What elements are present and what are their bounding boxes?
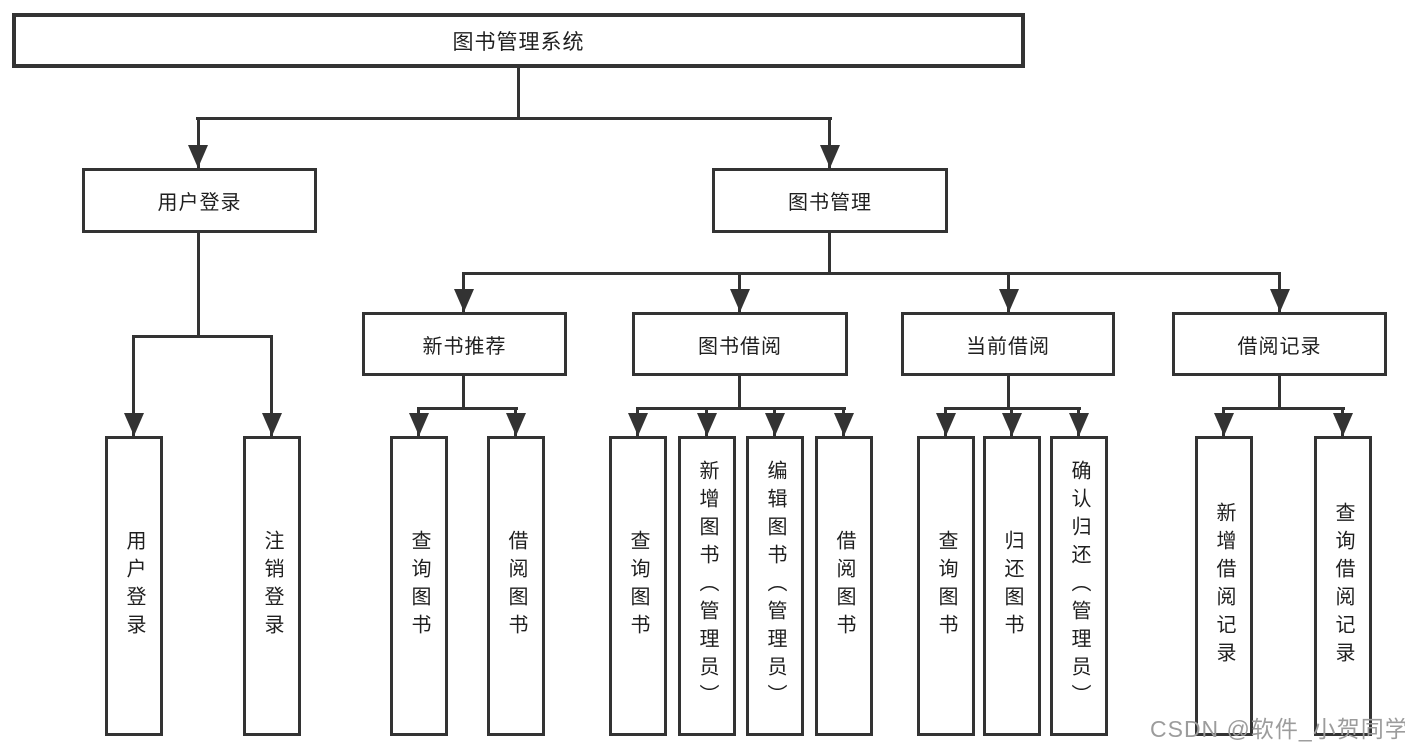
arrow-down-icon <box>936 413 956 436</box>
node-new-book-recommend: 新书推荐 <box>362 312 567 376</box>
connector-line <box>738 376 741 410</box>
connector-line <box>417 407 518 410</box>
leaf-query-borrow-record: 查询借阅记录 <box>1314 436 1372 736</box>
watermark: CSDN @软件_小贺同学 <box>1150 716 1405 742</box>
arrow-down-icon <box>409 413 429 436</box>
arrow-down-icon <box>506 413 526 436</box>
connector-line <box>1222 407 1345 410</box>
connector-line <box>462 376 465 410</box>
leaf-add-books-admin: 新增图书（管理员） <box>678 436 736 736</box>
arrow-down-icon <box>820 145 840 168</box>
node-book-management: 图书管理 <box>712 168 948 233</box>
connector-line <box>828 233 831 275</box>
arrow-down-icon <box>765 413 785 436</box>
node-user-login: 用户登录 <box>82 168 317 233</box>
leaf-query-books-current: 查询图书 <box>917 436 975 736</box>
arrow-down-icon <box>1270 289 1290 312</box>
leaf-add-borrow-record: 新增借阅记录 <box>1195 436 1253 736</box>
arrow-down-icon <box>188 145 208 168</box>
arrow-down-icon <box>697 413 717 436</box>
arrow-down-icon <box>1333 413 1353 436</box>
arrow-down-icon <box>454 289 474 312</box>
connector-line <box>1278 376 1281 410</box>
arrow-down-icon <box>1214 413 1234 436</box>
node-current-borrow: 当前借阅 <box>901 312 1115 376</box>
leaf-borrow-books: 借阅图书 <box>815 436 873 736</box>
connector-line <box>1007 376 1010 410</box>
leaf-return-books: 归还图书 <box>983 436 1041 736</box>
node-library-system: 图书管理系统 <box>12 13 1025 68</box>
node-book-borrow: 图书借阅 <box>632 312 848 376</box>
connector-line <box>197 233 200 338</box>
arrow-down-icon <box>834 413 854 436</box>
arrow-down-icon <box>124 413 144 436</box>
connector-line <box>828 117 831 168</box>
connector-line <box>197 117 200 168</box>
arrow-down-icon <box>628 413 648 436</box>
connector-line <box>132 335 273 338</box>
leaf-edit-books-admin: 编辑图书（管理员） <box>746 436 804 736</box>
leaf-user-login: 用户登录 <box>105 436 163 736</box>
connector-line <box>636 407 846 410</box>
leaf-query-books-newbook: 查询图书 <box>390 436 448 736</box>
connector-line <box>196 117 832 120</box>
leaf-borrow-books-newbook: 借阅图书 <box>487 436 545 736</box>
leaf-query-books-borrow: 查询图书 <box>609 436 667 736</box>
connector-line <box>517 68 520 120</box>
arrow-down-icon <box>1069 413 1089 436</box>
connector-line <box>270 335 273 436</box>
node-borrow-records: 借阅记录 <box>1172 312 1387 376</box>
connector-line <box>462 272 1281 275</box>
arrow-down-icon <box>730 289 750 312</box>
connector-line <box>132 335 135 436</box>
arrow-down-icon <box>999 289 1019 312</box>
arrow-down-icon <box>262 413 282 436</box>
arrow-down-icon <box>1002 413 1022 436</box>
leaf-confirm-return-admin: 确认归还（管理员） <box>1050 436 1108 736</box>
leaf-logout: 注销登录 <box>243 436 301 736</box>
